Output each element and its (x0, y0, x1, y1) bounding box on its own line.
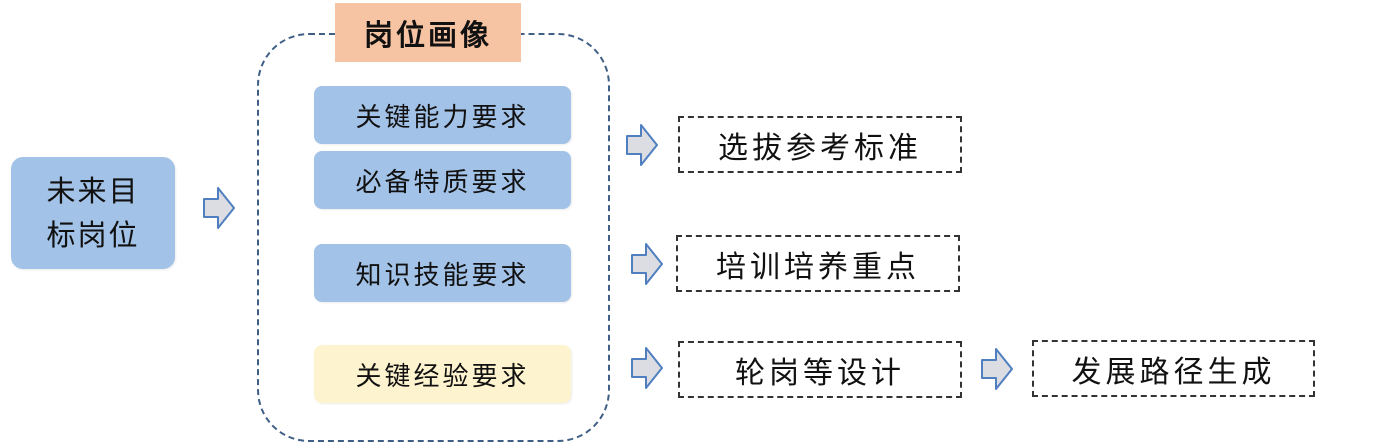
essential-traits-requirement-box: 必备特质要求 (314, 151, 571, 209)
future-target-position-box: 未来目标岗位 (11, 157, 175, 269)
arrow-right-icon (981, 348, 1013, 390)
arrow-right-icon (631, 347, 663, 389)
career-path-generation-box: 发展路径生成 (1032, 340, 1315, 397)
knowledge-skills-requirement-box: 知识技能要求 (314, 244, 571, 302)
key-experience-requirement-box: 关键经验要求 (314, 345, 571, 403)
key-ability-requirement-box: 关键能力要求 (314, 86, 571, 144)
arrow-right-icon (631, 243, 663, 285)
selection-standard-box: 选拔参考标准 (678, 116, 962, 173)
rotation-design-box: 轮岗等设计 (678, 341, 962, 398)
arrow-right-icon (203, 187, 235, 229)
position-profile-title: 岗位画像 (335, 3, 521, 62)
training-focus-box: 培训培养重点 (676, 235, 960, 292)
future-target-position-label: 未来目标岗位 (46, 174, 140, 252)
cropped-top-edge (940, 0, 1350, 6)
arrow-right-icon (626, 124, 658, 166)
